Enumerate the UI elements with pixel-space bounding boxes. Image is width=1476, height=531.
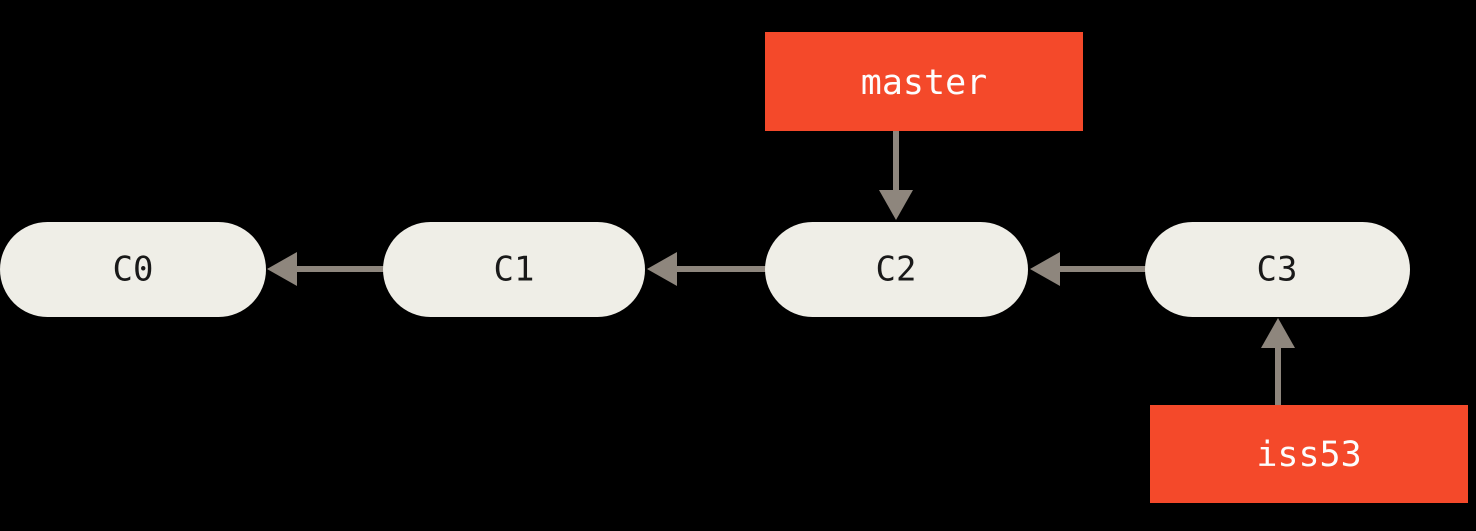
arrowhead-icon bbox=[267, 252, 297, 286]
commit-node-c1[interactable]: C1 bbox=[383, 222, 645, 317]
arrowhead-icon bbox=[1030, 252, 1060, 286]
edge-c2-to-c1 bbox=[647, 252, 782, 286]
edge-c1-to-c0 bbox=[267, 252, 400, 286]
arrowhead-icon bbox=[1261, 318, 1295, 348]
edge-master-to-c2 bbox=[879, 131, 913, 220]
branch-shape bbox=[765, 32, 1083, 131]
arrowhead-icon bbox=[647, 252, 677, 286]
commit-label: C0 bbox=[113, 250, 154, 290]
branch-label: iss53 bbox=[1256, 435, 1361, 475]
commit-label: C2 bbox=[876, 250, 917, 290]
commit-shape bbox=[765, 222, 1028, 317]
edge-iss53-to-c3 bbox=[1261, 318, 1295, 405]
commit-node-c3[interactable]: C3 bbox=[1145, 222, 1410, 317]
arrowhead-icon bbox=[879, 190, 913, 220]
commit-label: C3 bbox=[1257, 250, 1298, 290]
commit-shape bbox=[1145, 222, 1410, 317]
branch-node-iss53[interactable]: iss53 bbox=[1150, 405, 1468, 503]
commit-shape bbox=[0, 222, 266, 317]
edge-c3-to-c2 bbox=[1030, 252, 1163, 286]
commit-shape bbox=[383, 222, 645, 317]
commit-label: C1 bbox=[494, 250, 535, 290]
branch-shape bbox=[1150, 405, 1468, 503]
commit-node-c0[interactable]: C0 bbox=[0, 222, 266, 317]
branch-node-master[interactable]: master bbox=[765, 32, 1083, 131]
commit-node-c2[interactable]: C2 bbox=[765, 222, 1028, 317]
branch-label: master bbox=[861, 63, 987, 103]
